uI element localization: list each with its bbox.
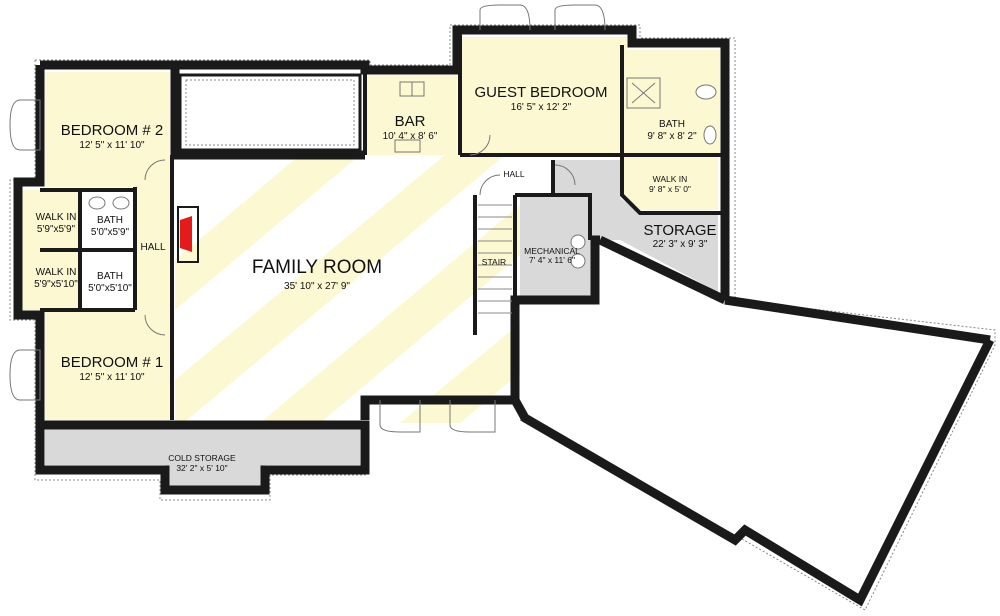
exterior-wall (13, 25, 995, 607)
family-room-light-stripes (175, 155, 520, 423)
hall-left-fill (135, 187, 170, 310)
bath-lower-label: BATH (97, 271, 123, 282)
bar-label: BAR (395, 113, 426, 130)
walkin-lower-size: 5'9"x5'10" (34, 279, 78, 290)
fireplace-firebox (180, 216, 192, 252)
bedroom-1-size: 12' 5" x 11' 10" (79, 372, 145, 383)
bedroom-1-fill (45, 310, 170, 420)
storage-label: STORAGE (643, 222, 716, 239)
walkin-lower-label: WALK IN (36, 267, 77, 278)
hall-right-label: HALL (503, 169, 525, 179)
walkin-upper-label: WALK IN (36, 212, 77, 223)
stair-treads-icon (478, 204, 512, 314)
guest-bedroom-label: GUEST BEDROOM (474, 84, 607, 101)
stair-label: STAIR (482, 257, 506, 267)
walkin-upper-size: 5'9"x5'9" (37, 224, 76, 235)
guest-bedroom-size: 16' 5" x 12' 2" (511, 102, 572, 113)
walkin-guest-fill (622, 157, 718, 210)
bar-sink-icon (394, 81, 425, 153)
bedroom-2-size: 12' 5" x 11' 10" (79, 140, 145, 151)
walkin-guest-size: 9' 8" x 5' 0" (649, 184, 691, 194)
exterior-outline (9, 24, 996, 611)
bar-size: 10' 4" x 8' 6" (383, 131, 438, 142)
walkin-guest-label: WALK IN (653, 174, 688, 184)
mechanical-size: 7' 4" x 11' 6" (529, 255, 575, 265)
bath-upper-size: 5'0"x5'9" (91, 227, 130, 238)
upper-open-area (178, 73, 362, 152)
interior-walls (40, 30, 722, 420)
storage-size: 22' 3" x 9' 3" (653, 239, 708, 250)
cold-storage-label: COLD STORAGE (168, 453, 236, 463)
family-room-label: FAMILY ROOM (252, 257, 382, 278)
toilet-icon (695, 84, 717, 100)
door-swings (9, 4, 606, 433)
sink-icons (88, 125, 717, 269)
family-room-size: 35' 10" x 27' 9" (284, 281, 350, 292)
bath-lower-size: 5'0"x5'10" (88, 283, 132, 294)
cold-storage-fill (45, 428, 360, 488)
bath-upper-label: BATH (97, 215, 123, 226)
bar-fill (365, 75, 457, 155)
hall-left-label: HALL (140, 242, 165, 253)
bedroom-2-label: BEDROOM # 2 (61, 122, 164, 139)
mechanical-label: MECHANICAL (524, 246, 580, 256)
bath-guest-label: BATH (659, 119, 685, 130)
cold-storage-size: 32' 2" x 5' 10" (176, 463, 227, 473)
fireplace-icon (177, 206, 199, 263)
shower-icon (626, 77, 661, 109)
bath-guest-size: 9' 8" x 8' 2" (647, 131, 697, 142)
bedroom-1-label: BEDROOM # 1 (61, 354, 164, 371)
